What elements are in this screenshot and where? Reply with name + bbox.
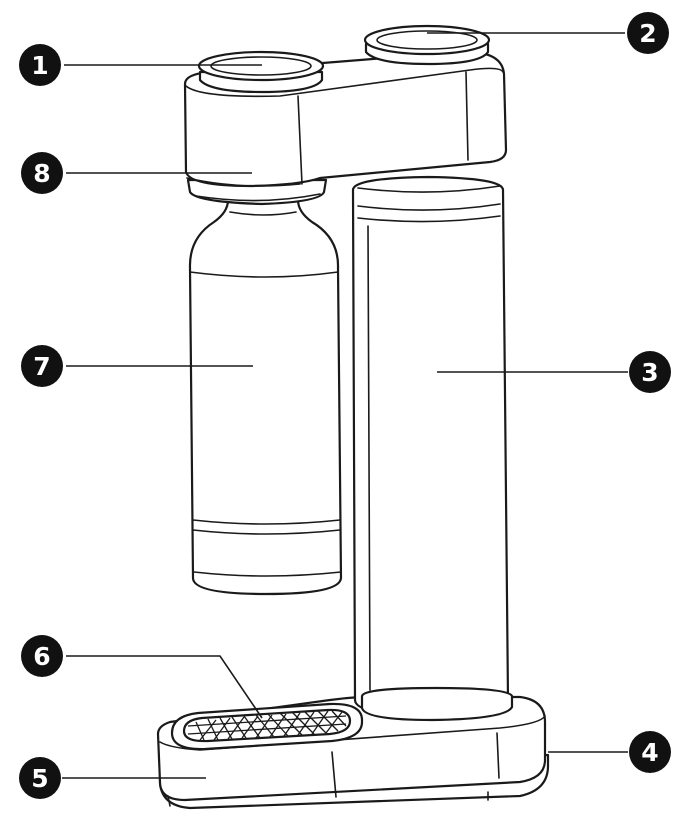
bottle-body — [188, 198, 343, 596]
bottle — [188, 198, 343, 596]
bottle-base-line — [193, 571, 342, 577]
callout-number: 7 — [33, 352, 50, 381]
base-seam-right — [496, 732, 500, 779]
head-top-edge — [185, 67, 504, 98]
head-seam-left — [297, 95, 303, 185]
head-neck-ring — [195, 193, 321, 202]
callout-4: 4 — [629, 731, 671, 773]
cylinder-top-ring-3 — [357, 215, 501, 223]
callout-number: 5 — [31, 764, 48, 793]
left-button — [197, 50, 325, 94]
callout-6: 6 — [21, 635, 63, 677]
callout-number: 8 — [33, 159, 50, 188]
head-bottom-edge — [186, 177, 301, 187]
cylinder-housing-body — [351, 175, 510, 718]
callout-badge — [629, 731, 671, 773]
callout-number: 2 — [639, 19, 656, 48]
callout-badge — [629, 351, 671, 393]
callout-badge — [19, 44, 61, 86]
base-unit — [156, 695, 550, 810]
callout-badge — [21, 635, 63, 677]
callout-5: 5 — [19, 757, 61, 799]
right-button — [363, 24, 491, 66]
callout-badge — [19, 757, 61, 799]
callout-number: 6 — [33, 642, 50, 671]
leader-6 — [66, 655, 263, 719]
drip-tray — [170, 702, 364, 751]
bottle-label-bottom — [192, 529, 341, 535]
cylinder-collar — [360, 686, 514, 722]
callout-number: 1 — [31, 51, 48, 80]
callout-badge — [627, 12, 669, 54]
callout-number: 3 — [641, 358, 658, 387]
callout-7: 7 — [21, 345, 63, 387]
base-seam-left — [331, 751, 337, 798]
bottle-neck-ring — [229, 211, 297, 216]
bottle-label-top — [192, 519, 341, 525]
head-seam-right — [465, 71, 469, 161]
callout-8: 8 — [21, 152, 63, 194]
callout-2: 2 — [627, 12, 669, 54]
bottle-shoulder-line — [189, 271, 339, 278]
cylinder-housing — [351, 175, 514, 722]
callout-1: 1 — [19, 44, 61, 86]
callout-number: 4 — [641, 738, 658, 767]
callout-3: 3 — [629, 351, 671, 393]
callout-badge — [21, 345, 63, 387]
cylinder-top-ring-1 — [357, 185, 501, 193]
leader-lines — [62, 32, 628, 779]
cylinder-top-ring-2 — [357, 203, 501, 211]
drip-tray-grid — [187, 710, 347, 741]
base-foot-nub-left — [167, 795, 171, 807]
base-top-edge — [159, 715, 546, 751]
callout-badge — [21, 152, 63, 194]
cylinder-highlight — [367, 225, 371, 691]
